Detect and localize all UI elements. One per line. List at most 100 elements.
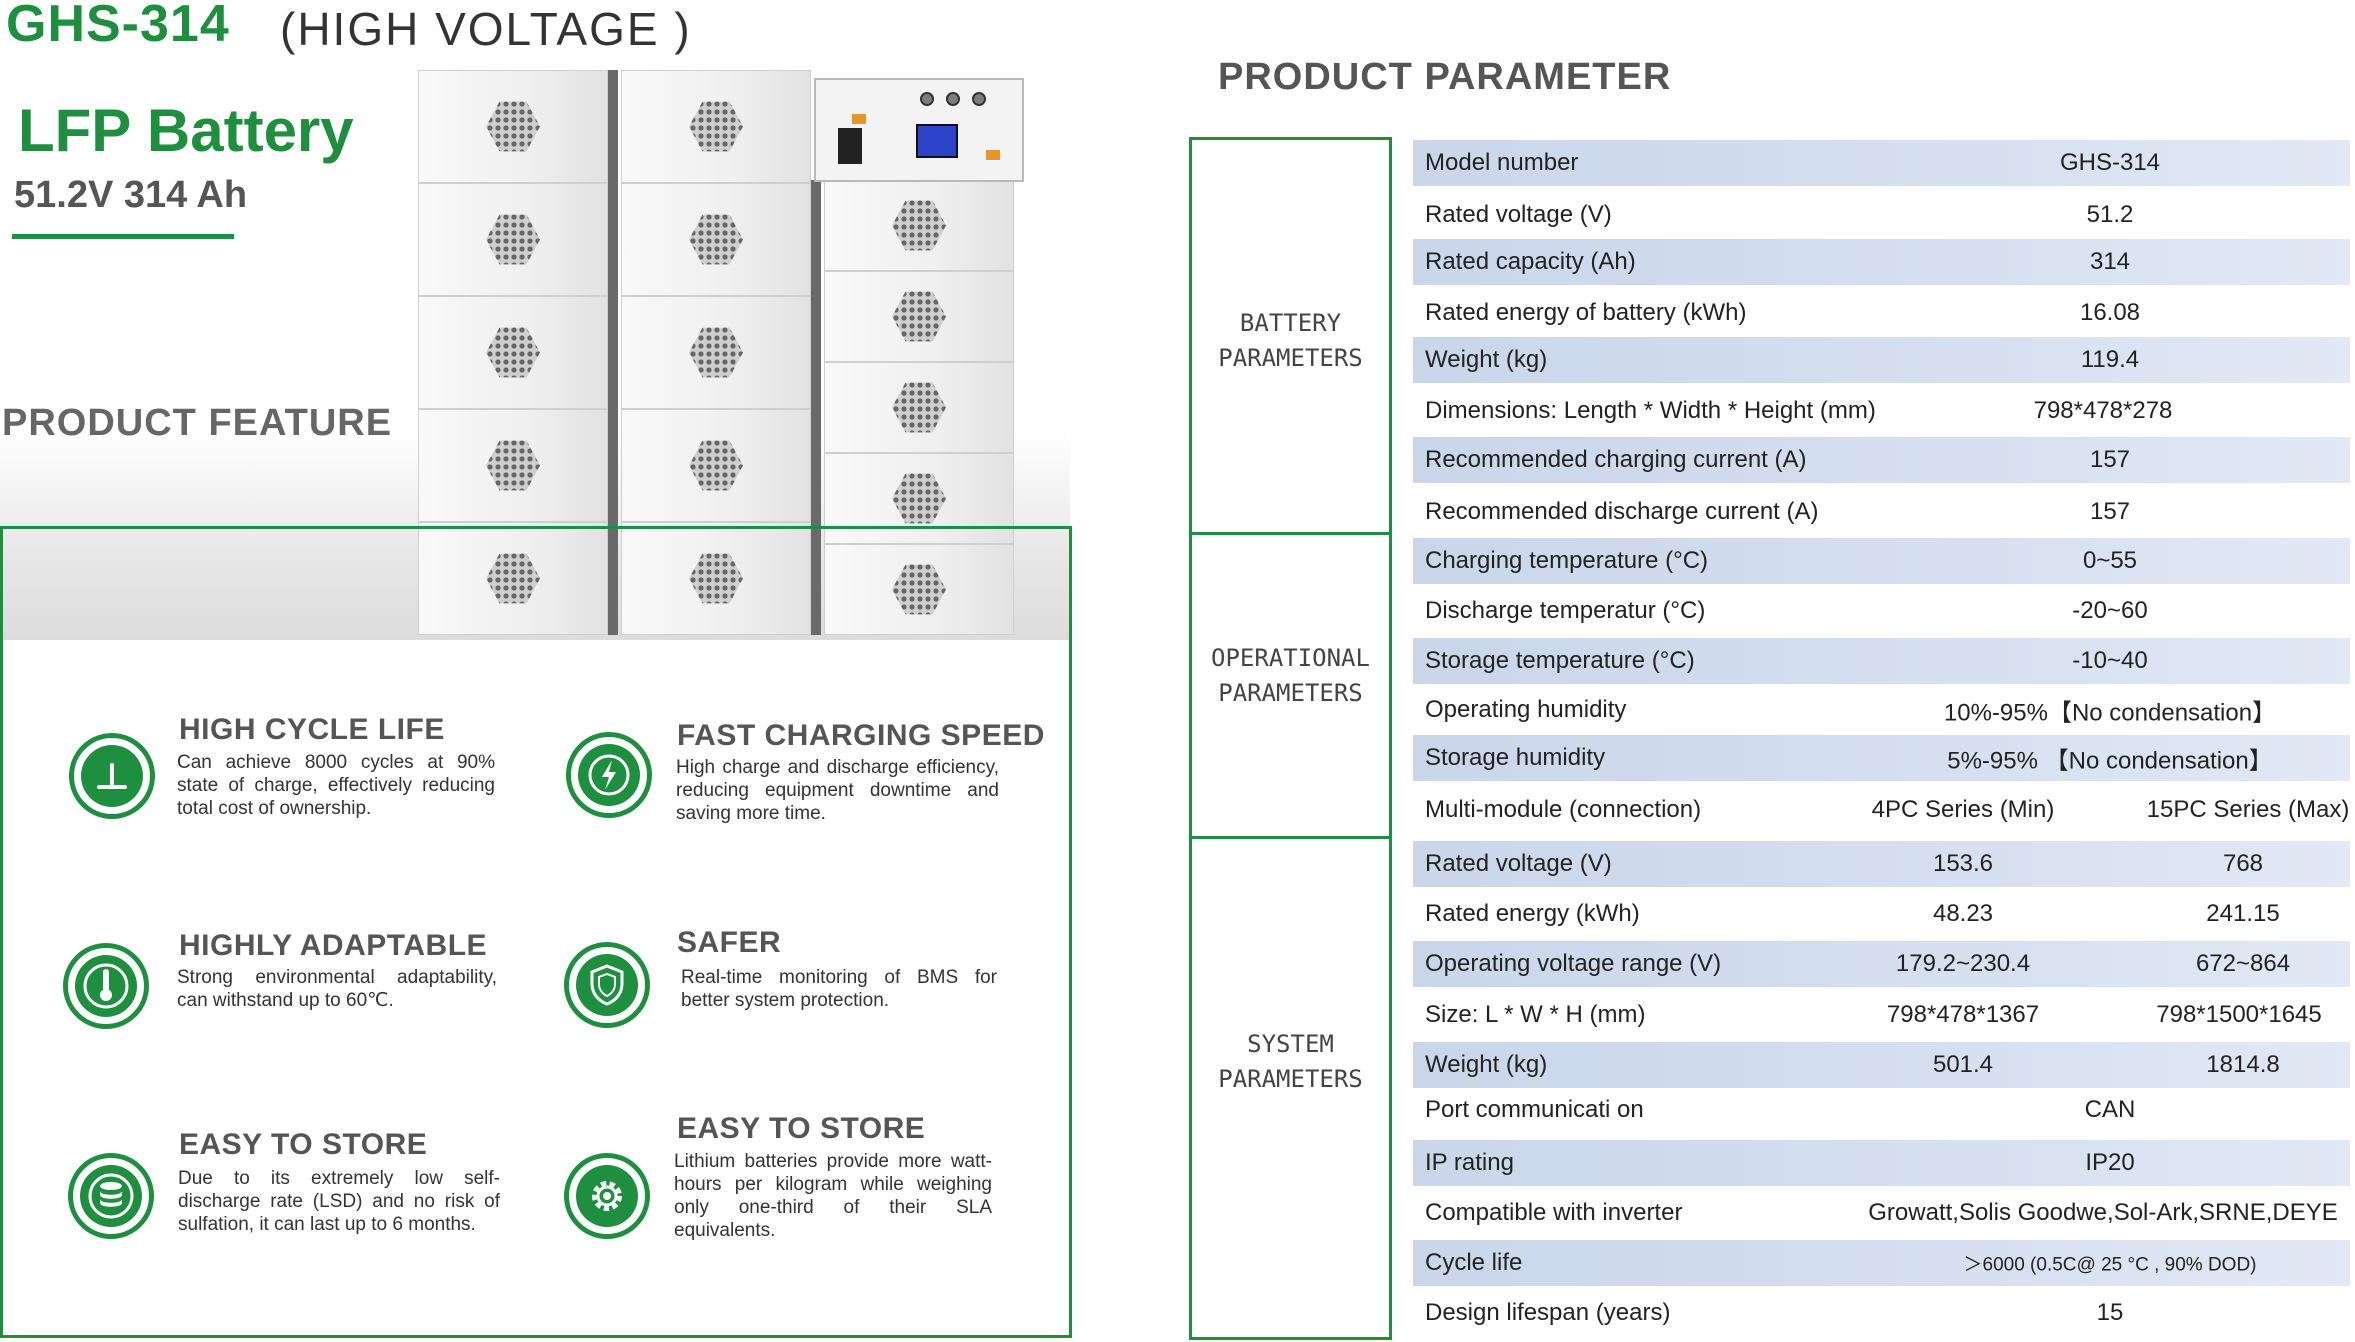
param-label: Weight (kg) [1425, 1051, 1548, 1078]
power-switch-icon [838, 128, 862, 164]
param-row: Charging temperature (°C) 0~55 [1413, 538, 2350, 584]
battery-module [621, 522, 811, 635]
feature-title: EASY TO STORE [677, 1112, 926, 1145]
battery-module [824, 362, 1014, 453]
battery-module [418, 296, 608, 409]
param-label: Weight (kg) [1425, 346, 1548, 373]
connector-icon [852, 114, 866, 124]
param-label: Operating humidity [1425, 696, 1627, 723]
connector-icon [986, 150, 1000, 160]
model-subtitle: (HIGH VOLTAGE ) [280, 3, 692, 55]
param-value: 16.08 [2079, 299, 2141, 326]
terminal-icon [946, 92, 960, 106]
param-label: Model number [1425, 149, 1579, 176]
param-value-max: 768 [2222, 850, 2264, 877]
param-row: Weight (kg) 501.4 1814.8 [1413, 1042, 2350, 1088]
param-value-max: 15PC Series (Max) [2146, 796, 2350, 823]
battery-column [621, 70, 811, 635]
param-value-min: 179.2~230.4 [1895, 950, 2031, 977]
param-label: IP rating [1425, 1149, 1514, 1176]
param-value-max: 672~864 [2195, 950, 2291, 977]
param-row: Discharge temperatur (°C)-20~60 [1413, 588, 2350, 634]
rack-strap [811, 180, 821, 635]
param-label: Storage humidity [1425, 744, 1606, 771]
vent-icon [486, 101, 540, 152]
param-value-max: 1814.8 [2206, 1051, 2280, 1078]
battery-module [621, 296, 811, 409]
vent-icon [892, 200, 946, 251]
param-label: Cycle life [1425, 1249, 1523, 1276]
param-value-min: 48.23 [1932, 900, 1994, 927]
param-value-min: 501.4 [1932, 1051, 1994, 1078]
group-operational-parameters: OPERATIONAL PARAMETERS [1189, 532, 1392, 839]
vent-icon [892, 291, 946, 342]
group-label: BATTERY PARAMETERS [1218, 309, 1363, 372]
param-value: CAN [2084, 1096, 2136, 1123]
param-label: Storage temperature (°C) [1425, 647, 1695, 674]
database-icon [68, 1153, 154, 1239]
param-value: 10%-95%【No condensation】 [1943, 699, 2277, 727]
param-label: Rated voltage (V) [1425, 850, 1612, 877]
group-system-parameters: SYSTEM PARAMETERS [1189, 836, 1392, 1340]
param-value: GHS-314 [2059, 149, 2161, 176]
battery-module [621, 409, 811, 522]
param-label: Size: L * W * H (mm) [1425, 1001, 1646, 1028]
param-label: Recommended discharge current (A) [1425, 498, 1819, 525]
rack-strap [608, 70, 618, 635]
param-row: Storage temperature (°C) -10~40 [1413, 638, 2350, 684]
param-value: ＞6000 (0.5C@ 25 °C , 90% DOD) [1963, 1254, 2257, 1276]
param-value: 314 [2089, 248, 2131, 275]
group-battery-parameters: BATTERY PARAMETERS [1189, 137, 1392, 535]
param-row: Recommended discharge current (A)157 [1413, 489, 2350, 535]
param-label: Charging temperature (°C) [1425, 547, 1709, 574]
battery-module [418, 70, 608, 183]
feature-title: HIGHLY ADAPTABLE [179, 929, 488, 962]
vent-icon [689, 214, 743, 265]
param-row: Weight (kg)119.4 [1413, 337, 2350, 383]
param-value: 157 [2089, 446, 2131, 473]
vent-icon [892, 382, 946, 433]
param-value: Growatt,Solis Goodwe,Sol-Ark,SRNE,DEYE [1868, 1199, 2338, 1226]
param-value: 0~55 [2082, 547, 2138, 574]
parameters-title: PRODUCT PARAMETER [1218, 56, 1672, 98]
param-value-min: 4PC Series (Min) [1871, 796, 2055, 823]
vent-icon [689, 553, 743, 604]
spec-underline [12, 234, 234, 239]
param-label: Recommended charging current (A) [1425, 446, 1807, 473]
lightning-icon [566, 732, 652, 818]
battery-module [824, 180, 1014, 271]
feature-title: EASY TO STORE [179, 1128, 428, 1161]
param-value: 798*478*278 [2033, 397, 2173, 424]
param-row: Rated voltage (V) 51.2 [1413, 192, 2350, 238]
vent-icon [486, 327, 540, 378]
param-label: Design lifespan (years) [1425, 1299, 1671, 1326]
cycle-gauge-icon [69, 733, 155, 819]
shield-icon [564, 942, 650, 1028]
param-row: Storage humidity 5%-95% 【No condensation】 [1413, 735, 2350, 781]
param-value: 51.2 [2086, 201, 2134, 228]
battery-module [621, 183, 811, 296]
feature-title: FAST CHARGING SPEED [677, 719, 1045, 752]
param-value: 5%-95% 【No condensation】 [1947, 747, 2273, 775]
param-row: Rated voltage (V) 153.6 768 [1413, 841, 2350, 887]
group-label: SYSTEM PARAMETERS [1218, 1030, 1363, 1093]
param-label: Rated energy (kWh) [1425, 900, 1640, 927]
param-value-max: 798*1500*1645 [2156, 1001, 2322, 1028]
param-row: Rated capacity (Ah)314 [1413, 239, 2350, 285]
param-value: -10~40 [2072, 647, 2148, 674]
param-value-min: 153.6 [1932, 850, 1994, 877]
param-row: Recommended charging current (A) 157 [1413, 437, 2350, 483]
thermometer-icon [63, 943, 149, 1029]
param-label: Operating voltage range (V) [1425, 950, 1722, 977]
product-type: LFP Battery [18, 97, 354, 164]
battery-module [418, 183, 608, 296]
param-label: Rated voltage (V) [1425, 201, 1612, 228]
feature-desc: Real-time monitoring of BMS for better s… [681, 967, 997, 1011]
battery-column [418, 70, 608, 635]
vent-icon [486, 440, 540, 491]
feature-desc: Can achieve 8000 cycles at 90% state of … [177, 752, 495, 819]
param-label: Dimensions: Length * Width * Height (mm) [1425, 397, 1876, 424]
